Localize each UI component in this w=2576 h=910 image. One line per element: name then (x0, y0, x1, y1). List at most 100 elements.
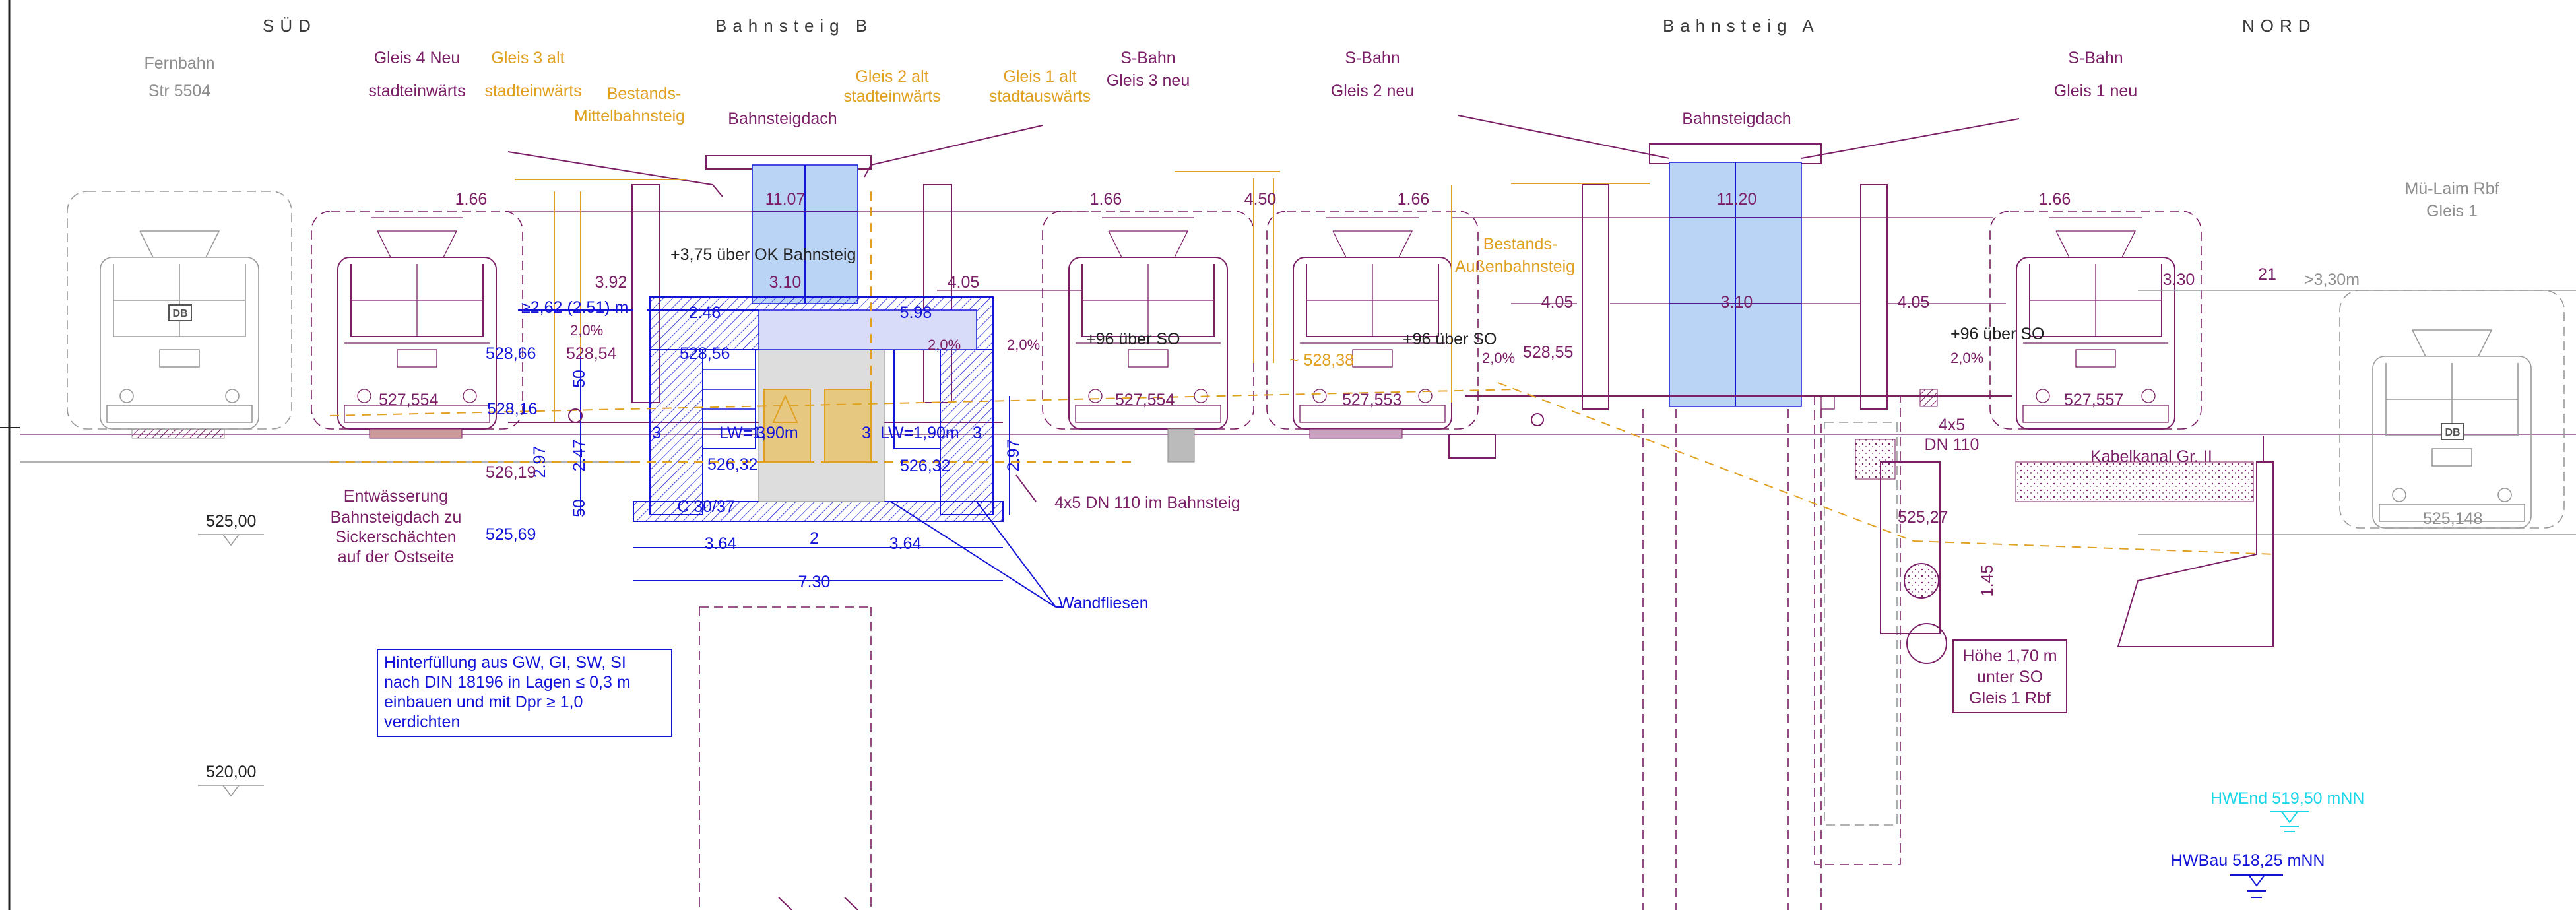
slope-5: 2,0% (928, 337, 961, 353)
roof-height-b: 11.07 (765, 190, 806, 209)
label-gleis4-2: stadteinwärts (368, 82, 465, 100)
backfill-note-box (377, 649, 672, 737)
elev-526-32-l: 526,32 (707, 455, 757, 474)
slope-3: 2,0% (1482, 350, 1515, 366)
elev-527-553: 527,553 (1342, 391, 1401, 409)
note-entwaesserung-4: auf der Ostseite (338, 548, 454, 566)
dim-1-45: 1.45 (1978, 565, 1997, 597)
dim-3-30: 3.30 (2163, 271, 2195, 289)
dim-3-30-b: >3,30m (2304, 271, 2360, 289)
label-sbahn3-1: S-Bahn (1120, 49, 1175, 67)
header-bahnsteig-a: Bahnsteig A (1663, 16, 1820, 36)
db-logo-icon-2 (2441, 423, 2464, 440)
lw-left: LW=1,90m (719, 424, 798, 442)
train-mulaim (2339, 290, 2565, 529)
label-gleis4-1: Gleis 4 Neu (374, 49, 461, 67)
dim-3-10-a: 3.10 (1721, 293, 1753, 311)
elev-527-557: 527,557 (2064, 391, 2123, 409)
elev-526-19: 526,19 (486, 463, 536, 482)
db-logo-text-2: DB (2445, 427, 2460, 438)
elev-marker-525 (198, 534, 264, 546)
header-sued: SÜD (263, 16, 317, 36)
elev-528-66: 528,66 (486, 344, 536, 363)
label-fernbahn-1: Fernbahn (144, 54, 214, 73)
cable-block (1167, 428, 1195, 463)
dim-5-98: 5.98 (900, 304, 932, 322)
label-sbahn1-1: S-Bahn (2068, 49, 2123, 67)
elev-528-16: 528,16 (487, 400, 537, 418)
elev-527-554-r: 527,554 (1115, 391, 1175, 409)
dim-2-62: ≥2,62 (2.51) m (521, 298, 628, 317)
roof-above-platform: +3,75 über OK Bahnsteig (670, 245, 856, 264)
elev-525-00: 525,00 (206, 512, 256, 531)
dim-50-top: 50 (570, 370, 589, 388)
sleeper-fernbahn (131, 428, 225, 439)
elev-528-55: 528,55 (1523, 343, 1573, 362)
note-backfill-2: nach DIN 18196 in Lagen ≤ 0,3 m (384, 673, 631, 692)
roof-label-b: Bahnsteigdach (728, 110, 837, 128)
height-over-so-3: +96 über SO (1950, 325, 2044, 343)
slope-4: 2,0% (1950, 350, 1983, 366)
water-level-end: HWEnd 519,50 mNN (2210, 789, 2364, 808)
note-kabelkanal: Kabelkanal Gr. II (2090, 447, 2212, 466)
water-level-bau: HWBau 518,25 mNN (2171, 851, 2325, 870)
note-dn110-a-1: 4x5 (1939, 416, 1965, 434)
dim-3-64-r: 3.64 (889, 535, 922, 553)
label-bestands-aussen-1: Bestands- (1483, 235, 1558, 253)
label-gleis3alt-1: Gleis 3 alt (491, 49, 564, 67)
slope-2: 2,0% (1007, 337, 1040, 353)
label-gleis1alt-1: Gleis 1 alt (1003, 67, 1076, 86)
dim-21: 21 (2258, 265, 2276, 284)
label-bestands-mittel-2: Mittelbahnsteig (574, 107, 685, 125)
dim-1-66-c: 1.66 (1398, 190, 1430, 209)
dim-2-97-l: 2.97 (531, 446, 549, 478)
foundation-block (1448, 434, 1496, 459)
dim-3-64-l: 3.64 (705, 535, 737, 553)
dim-50-bottom: 50 (570, 499, 589, 517)
elev-525-148: 525,148 (2423, 509, 2482, 528)
note-hoehe-3: Gleis 1 Rbf (1969, 689, 2051, 707)
label-bestands-mittel-1: Bestands- (607, 84, 682, 103)
lw-right: LW=1,90m (880, 424, 959, 442)
dim-4-05-b: 4.05 (948, 273, 980, 292)
label-gleis3alt-2: stadteinwärts (484, 82, 581, 100)
elev-520-00: 520,00 (206, 763, 256, 781)
header-nord: NORD (2242, 16, 2317, 36)
dim-3-10-b: 3.10 (769, 273, 802, 292)
dim-3-a: 3 (652, 424, 661, 442)
dim-4-05-a2: 4.05 (1898, 293, 1930, 311)
db-logo-text: DB (172, 308, 187, 319)
roof-label-a: Bahnsteigdach (1682, 110, 1791, 128)
dim-2: 2 (810, 529, 819, 548)
dim-4-50: 4.50 (1244, 190, 1277, 209)
elev-525-69: 525,69 (486, 525, 536, 544)
note-backfill-1: Hinterfüllung aus GW, GI, SW, SI (384, 653, 626, 672)
concrete-grade: C 30/37 (677, 498, 735, 516)
label-sbahn2-1: S-Bahn (1345, 49, 1400, 67)
roof-height-a: 11.20 (1717, 190, 1757, 209)
bahnsteig-b-structure (507, 125, 1089, 910)
dim-4-05-a1: 4.05 (1541, 293, 1574, 311)
label-mulaim-2: Gleis 1 (2426, 202, 2478, 220)
note-entwaesserung-3: Sickerschächten (335, 528, 456, 546)
label-fernbahn-2: Str 5504 (148, 82, 211, 100)
drain-circle (1531, 413, 1544, 426)
header-bahnsteig-b: Bahnsteig B (715, 16, 873, 36)
elev-526-32-r: 526,32 (900, 457, 950, 475)
dimension-lines (518, 290, 2576, 608)
note-wandfliesen: Wandfliesen (1058, 594, 1149, 612)
label-sbahn2-2: Gleis 2 neu (1331, 82, 1414, 100)
label-sbahn3-2: Gleis 3 neu (1107, 71, 1190, 90)
label-mulaim-1: Mü-Laim Rbf (2404, 179, 2499, 198)
label-sbahn1-2: Gleis 1 neu (2054, 82, 2137, 100)
dim-2-47: 2.47 (570, 439, 589, 472)
drain-circle-b (568, 408, 583, 423)
note-backfill-3: einbauen und mit Dpr ≥ 1,0 (384, 693, 583, 711)
note-hoehe-1: Höhe 1,70 m (1962, 647, 2057, 665)
dim-2-97-r: 2.97 (1004, 439, 1023, 472)
height-note-box (1952, 639, 2067, 713)
dim-3-b: 3 (756, 424, 765, 442)
note-entwaesserung-2: Bahnsteigdach zu (331, 508, 462, 527)
elev-527-554-l: 527,554 (379, 391, 438, 409)
